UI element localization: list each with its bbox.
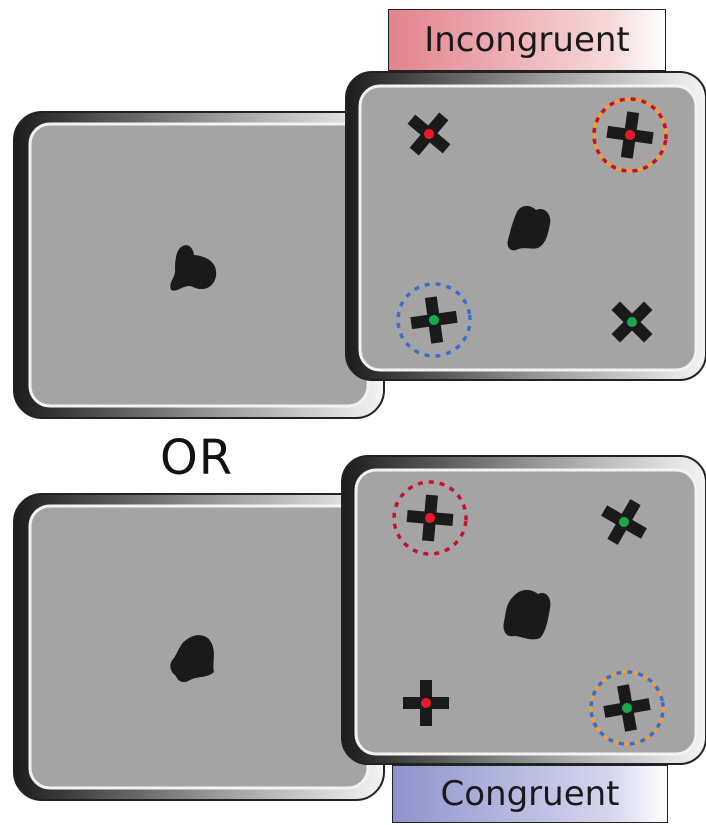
or-label: OR xyxy=(160,430,233,486)
incongruent-label: Incongruent xyxy=(388,9,666,71)
monitor-top-right xyxy=(346,72,706,380)
monitor-bottom-left xyxy=(14,494,384,800)
monitor-top-left xyxy=(14,112,384,418)
congruent-label: Congruent xyxy=(392,765,668,823)
monitor-bottom-right xyxy=(342,456,706,764)
